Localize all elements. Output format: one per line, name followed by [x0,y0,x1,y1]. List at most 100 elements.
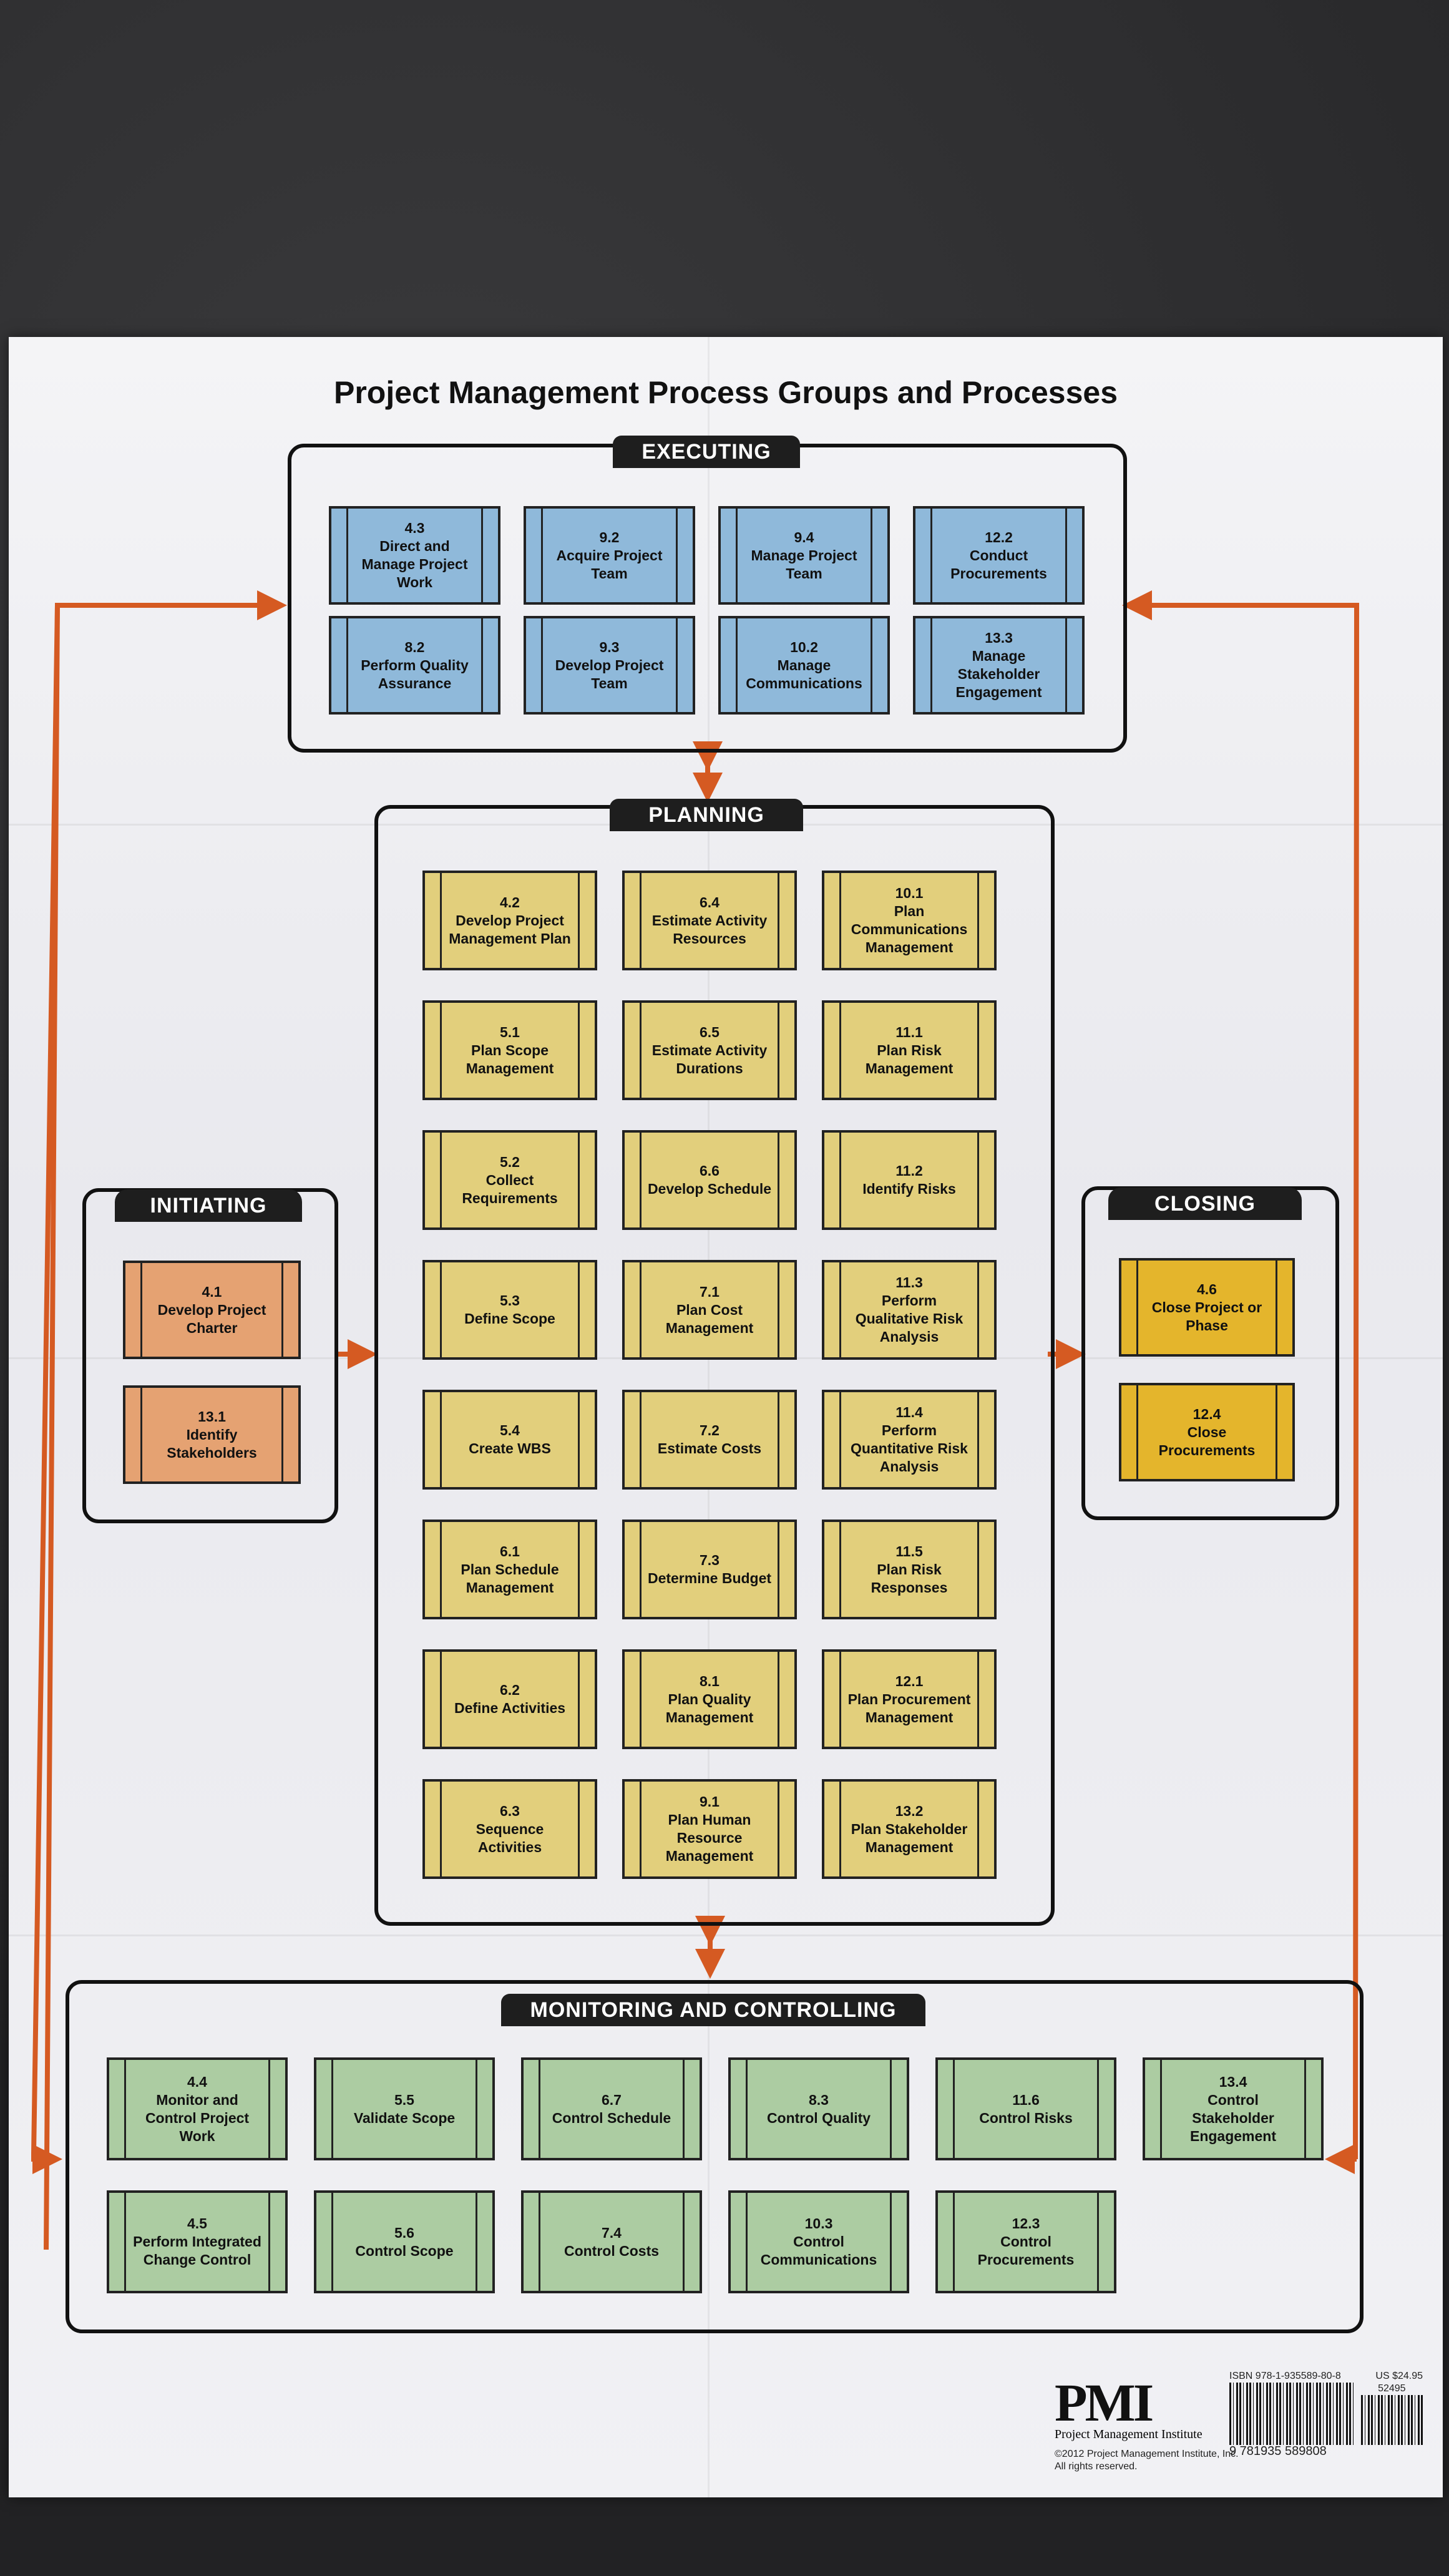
process-id: 13.2 [895,1802,924,1819]
process-name: Control Procurements [977,2233,1075,2268]
process-id: 4.2 [500,894,520,910]
group-label-closing: CLOSING [1108,1188,1302,1220]
arrow-to-monitoring-left [31,605,62,2174]
process-id: 11.2 [895,1163,923,1179]
process-id: 10.3 [804,2215,833,2232]
process-id: 5.1 [500,1023,520,1040]
process-id: 9.4 [794,529,814,545]
process-name: Direct and Manage Project Work [361,538,468,590]
process-name: Define Activities [454,1700,566,1716]
process-id: 11.5 [895,1543,923,1559]
process-id: 4.3 [404,520,425,536]
process-name: Perform Quantitative Risk Analysis [851,1422,968,1475]
process-id: 5.5 [394,2091,414,2108]
process-name: Manage Stakeholder Engagement [955,648,1042,700]
process-name: Conduct Procurements [950,547,1047,582]
group-label-monitoring: MONITORING AND CONTROLLING [501,1994,925,2026]
process-name: Control Quality [766,2109,871,2126]
process-name: Plan Scope Management [466,1042,554,1076]
process-name: Determine Budget [647,1570,772,1586]
process-name: Develop Project Charter [157,1301,266,1336]
process-id: 8.1 [700,1672,720,1689]
process-name: Plan Schedule Management [461,1561,559,1596]
process-name: Control Schedule [552,2109,671,2126]
process-id: 7.1 [700,1283,720,1300]
process-name: Plan Procurement Management [847,1690,971,1725]
process-id: 13.3 [985,630,1013,646]
process-id: 9.1 [700,1793,720,1810]
process-id: 5.6 [394,2224,414,2241]
process-id: 12.4 [1193,1405,1221,1422]
process-name: Collect Requirements [462,1171,558,1206]
process-name: Acquire Project Team [556,547,663,582]
group-monitoring-and-controlling [66,1980,1364,2333]
barcode: ISBN 978-1-935589-80-8 US $24.95 52495 9… [1229,2370,1423,2457]
rights: All rights reserved. [1055,2461,1138,2472]
price-code: 52495 [1378,2383,1406,2394]
poster-title: Project Management Process Groups and Pr… [333,375,1118,410]
process-name: Monitor and Control Project Work [145,2091,250,2144]
process-name: Estimate Costs [657,1440,762,1456]
isbn: ISBN 978-1-935589-80-8 [1229,2371,1341,2381]
process-name: Control Costs [564,2242,660,2259]
group-label-initiating: INITIATING [115,1189,302,1222]
process-name: Perform Qualitative Risk Analysis [855,1292,964,1345]
process-name: Close Procurements [1158,1423,1256,1458]
process-name: Control Communications [760,2233,877,2268]
arrow-mc-to-executing-right [1122,590,1360,2160]
process-id: 7.3 [700,1552,720,1568]
process-id: 7.2 [700,1422,720,1438]
process-id: 10.1 [895,885,924,901]
process-id: 5.2 [500,1153,520,1170]
process-name: Manage Communications [746,656,862,691]
process-name: Estimate Activity Durations [651,1042,768,1076]
barcode-bars [1229,2383,1354,2445]
process-name: Validate Scope [353,2109,456,2126]
process-id: 11.6 [1012,2091,1040,2108]
process-id: 11.3 [895,1274,923,1290]
process-name: Manage Project Team [751,547,857,582]
price-bars [1360,2395,1423,2445]
process-name: Sequence Activities [476,1820,544,1855]
process-id: 7.4 [602,2224,622,2241]
process-name: Control Stakeholder Engagement [1189,2091,1277,2144]
